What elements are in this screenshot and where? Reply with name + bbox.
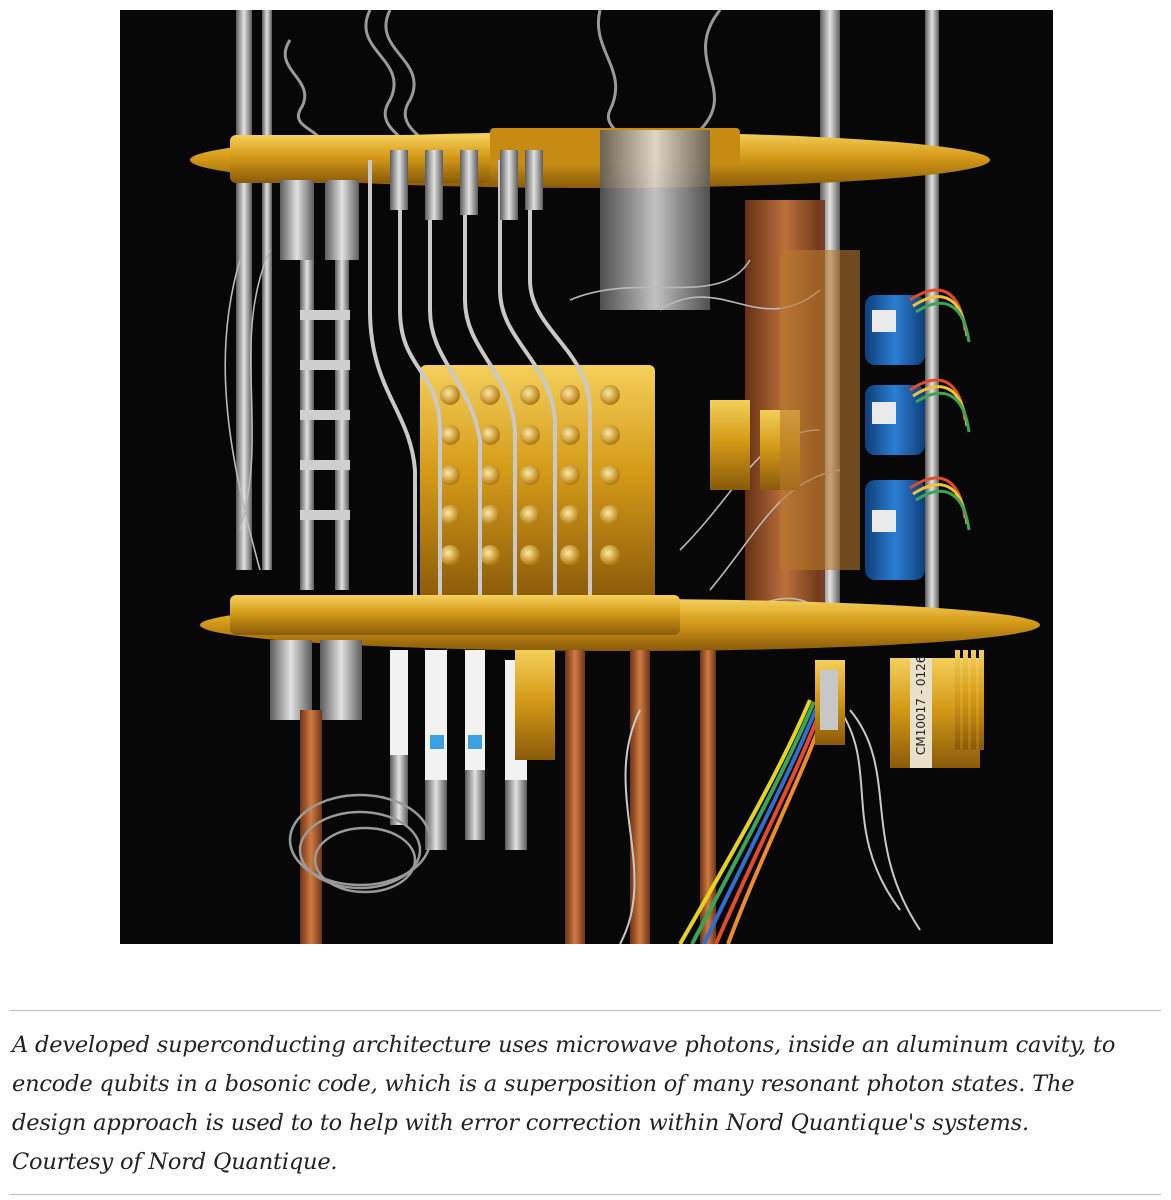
caption-line: encode qubits in a bosonic code, which i…	[12, 1071, 1075, 1097]
figure-caption: A developed superconducting architecture…	[12, 1026, 1162, 1182]
caption-bottom-divider	[10, 1194, 1161, 1195]
caption-top-divider	[10, 1010, 1161, 1011]
caption-credit: Courtesy of Nord Quantique.	[12, 1149, 338, 1175]
figure-photo: CM10017 - 0126	[120, 10, 1053, 944]
hardware-illustration: CM10017 - 0126	[120, 10, 1053, 944]
caption-line: A developed superconducting architecture…	[12, 1032, 1116, 1058]
label-tag-text: CM10017 - 0126	[914, 656, 928, 755]
caption-line: design approach is used to to help with …	[12, 1110, 1029, 1136]
